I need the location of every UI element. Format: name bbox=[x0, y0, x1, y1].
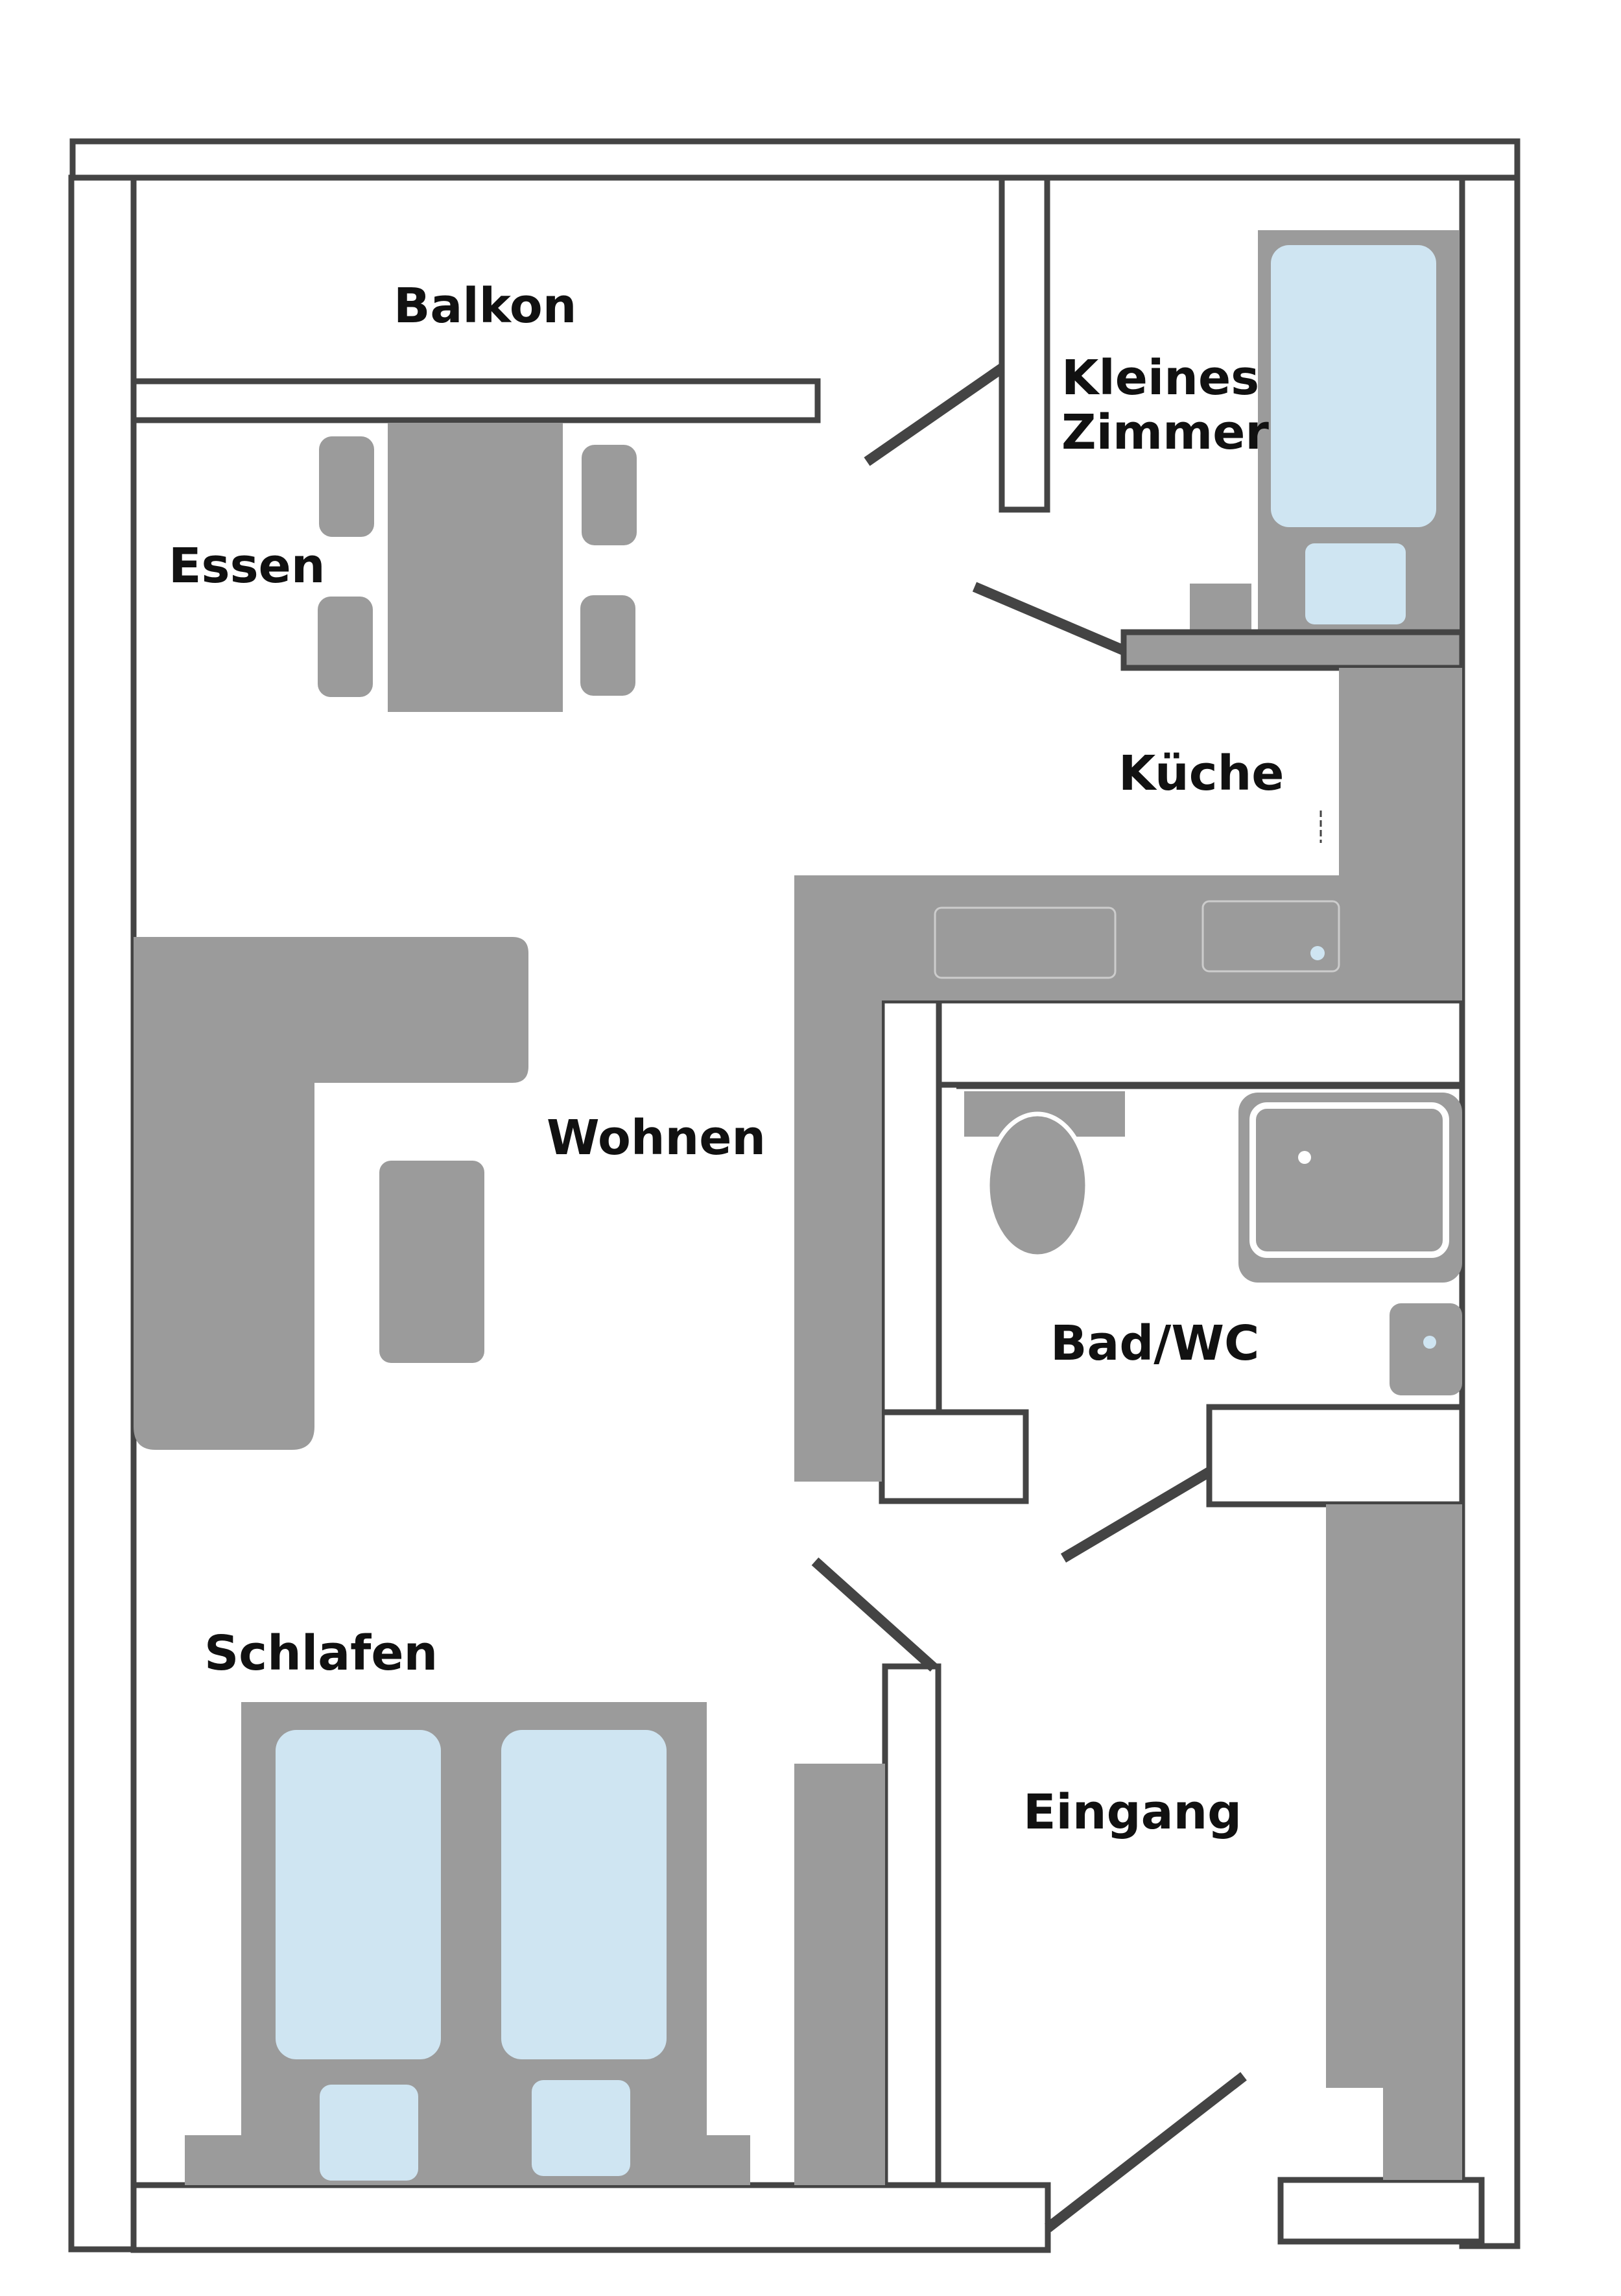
door-bath bbox=[1060, 1467, 1213, 1563]
bed-mattress-right bbox=[501, 1730, 667, 2059]
shower-tray bbox=[1249, 1102, 1449, 1258]
bath-top-wall bbox=[879, 997, 1465, 1088]
small-room-nightstand bbox=[1190, 584, 1251, 632]
wash-basin bbox=[1390, 1303, 1462, 1395]
outer-wall-bottom bbox=[130, 2182, 1051, 2253]
balcony-wall bbox=[130, 378, 821, 423]
label-bad-wc: Bad/WC bbox=[1050, 1316, 1259, 1371]
entrance-wardrobe bbox=[1326, 1504, 1462, 2180]
door-bedroom bbox=[811, 1557, 938, 1672]
kitchen-main-counter bbox=[794, 875, 1462, 1482]
nightstand-right bbox=[684, 2135, 750, 2185]
kitchen-sink bbox=[1201, 900, 1340, 973]
label-kueche: Küche bbox=[1118, 746, 1284, 801]
label-eingang: Eingang bbox=[1023, 1784, 1242, 1840]
wash-basin-drain bbox=[1423, 1336, 1436, 1349]
door-entrance bbox=[1045, 2072, 1247, 2232]
bed-mattress-left bbox=[276, 1730, 441, 2059]
coffee-table bbox=[379, 1161, 484, 1363]
outer-wall-left bbox=[68, 174, 137, 2253]
dining-chair bbox=[580, 595, 635, 696]
small-room-pillow bbox=[1305, 543, 1406, 624]
outer-wall-right bbox=[1459, 174, 1520, 2249]
shower-tray-frame bbox=[1238, 1093, 1462, 1283]
kitchen-top-counter bbox=[1120, 629, 1465, 671]
kitchen-hob bbox=[934, 906, 1117, 979]
label-kleines-zimmer-line2: Zimmer bbox=[1061, 405, 1269, 460]
dining-chair bbox=[319, 436, 374, 537]
label-wohnen: Wohnen bbox=[547, 1110, 766, 1166]
bath-left-stub bbox=[879, 1409, 1029, 1504]
label-kleines-zimmer-line1: Kleines bbox=[1061, 350, 1259, 406]
sofa bbox=[134, 937, 528, 1450]
dining-chair bbox=[318, 597, 373, 697]
wardrobe-bedroom bbox=[794, 1764, 885, 2185]
door-small-room-lower bbox=[972, 582, 1126, 656]
toilet-bowl bbox=[985, 1111, 1090, 1259]
shower-drain bbox=[1298, 1151, 1311, 1164]
kitchen-sink-drain bbox=[1310, 946, 1325, 960]
bath-bottom-wall bbox=[1206, 1404, 1465, 1508]
door-small-room-upper bbox=[864, 364, 1005, 466]
outer-wall-bottom-right bbox=[1277, 2177, 1485, 2245]
dining-chair bbox=[582, 445, 637, 545]
bedroom-wall bbox=[882, 1663, 941, 2188]
small-room-mattress bbox=[1271, 245, 1436, 527]
label-schlafen: Schlafen bbox=[204, 1626, 438, 1681]
bed-pillow-right bbox=[532, 2080, 630, 2176]
label-balkon: Balkon bbox=[394, 278, 576, 334]
outer-wall-top bbox=[69, 138, 1520, 181]
small-room-wall bbox=[999, 174, 1050, 513]
bed-pillow-left bbox=[320, 2085, 418, 2181]
dining-table bbox=[388, 423, 563, 712]
nightstand-left bbox=[185, 2135, 251, 2185]
label-essen: Essen bbox=[169, 538, 325, 594]
